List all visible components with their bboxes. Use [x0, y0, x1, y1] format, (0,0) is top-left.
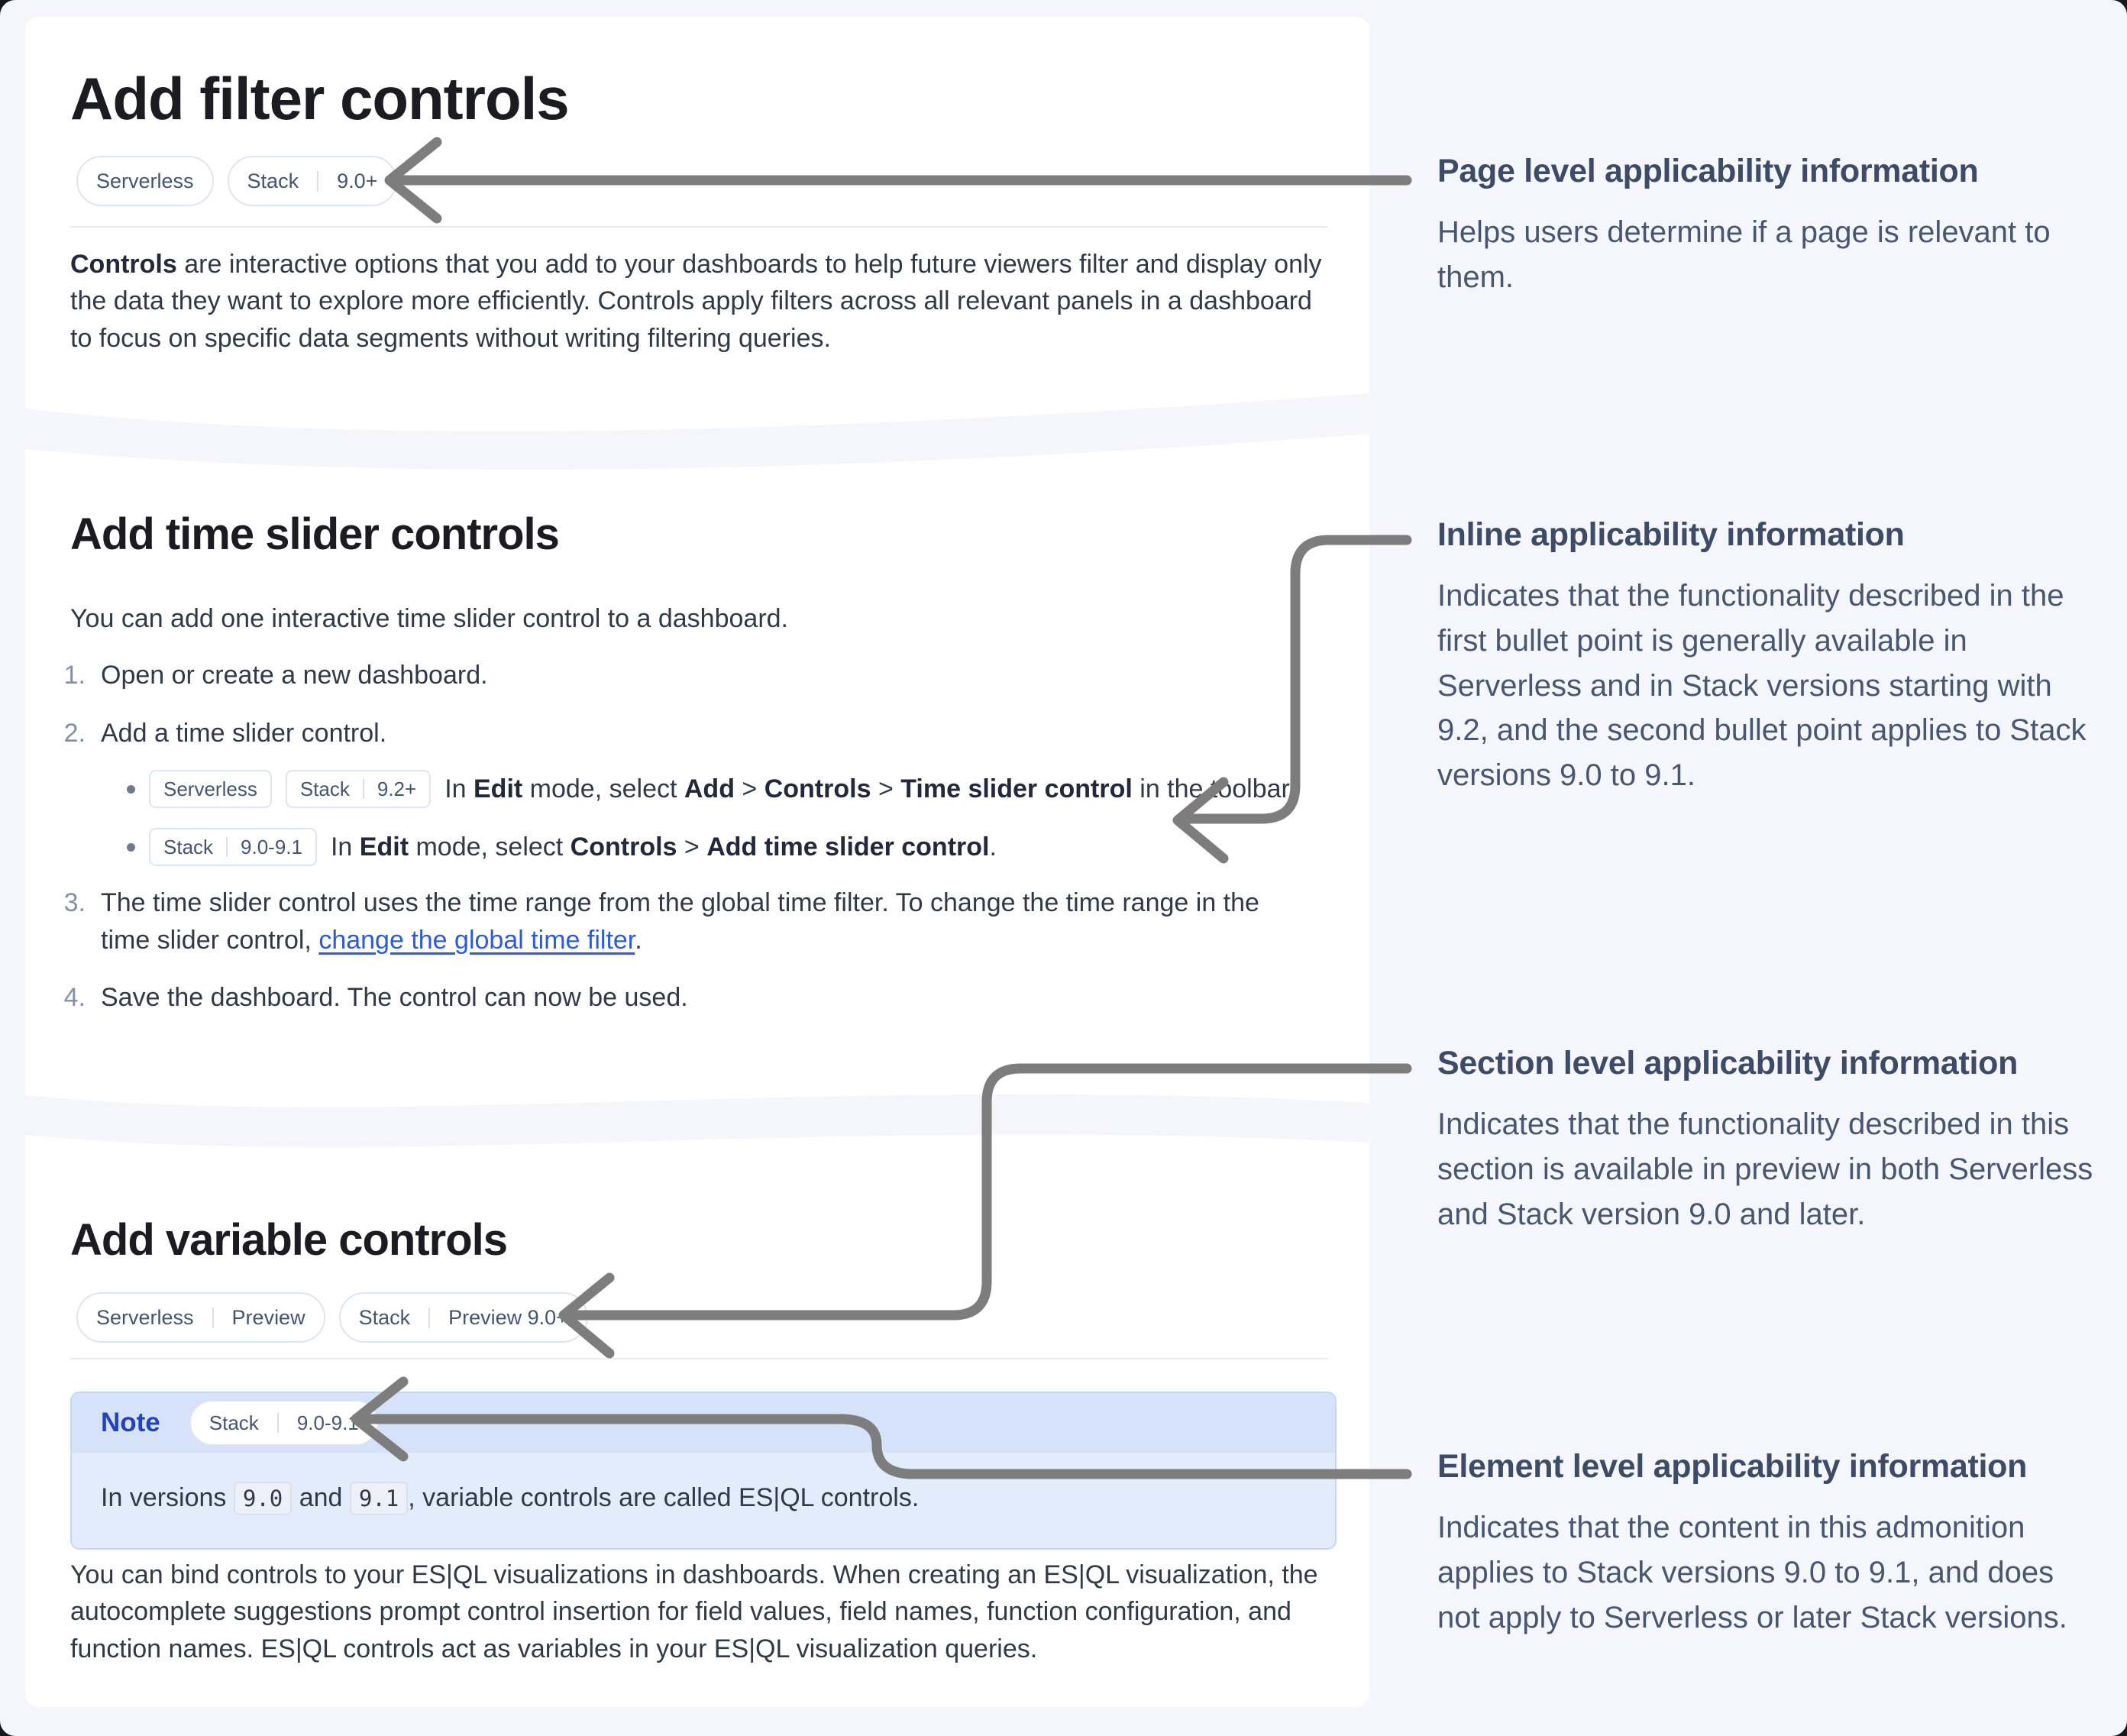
- step-number: 2.: [63, 719, 86, 748]
- note-label: Note: [101, 1408, 160, 1437]
- annotation-inline-level: Inline applicability information Indicat…: [1437, 516, 2100, 798]
- annotation-body: Helps users determine if a page is relev…: [1437, 215, 2051, 294]
- annotation-body: Indicates that the functionality describ…: [1437, 1107, 2093, 1231]
- step-4: 4. Save the dashboard. The control can n…: [47, 979, 688, 1017]
- step-text: Save the dashboard. The control can now …: [101, 983, 688, 1012]
- version-code-91: 9.1: [349, 1482, 409, 1515]
- annotation-section-level: Section level applicability information …: [1437, 1045, 2100, 1237]
- page-title: Add filter controls: [70, 65, 570, 132]
- step-number: 4.: [63, 983, 86, 1012]
- time-slider-intro: You can add one interactive time slider …: [70, 604, 788, 633]
- step-2: 2. Add a time slider control.: [47, 715, 387, 752]
- step-number: 1.: [63, 661, 86, 690]
- annotation-page-level: Page level applicability information Hel…: [1437, 153, 2100, 300]
- divider: [70, 226, 1327, 228]
- annotation-body: Indicates that the functionality describ…: [1437, 579, 2087, 793]
- step-number: 3.: [63, 888, 86, 917]
- step-1: 1. Open or create a new dashboard.: [47, 657, 488, 694]
- annotation-heading: Page level applicability information: [1437, 153, 1979, 189]
- step-3: 3. The time slider control uses the time…: [47, 884, 1269, 960]
- bullet-text: In Edit mode, select Controls > Add time…: [330, 832, 997, 862]
- badge-serverless: Serverless: [149, 770, 272, 808]
- intro-paragraph: Controls are interactive options that yo…: [70, 246, 1323, 357]
- badge-serverless: Serverless: [76, 156, 214, 206]
- step-text: The time slider control uses the time ra…: [101, 888, 1259, 955]
- version-code-90: 9.0: [233, 1482, 293, 1515]
- step-text: Add a time slider control.: [101, 719, 387, 748]
- section-title-time-slider: Add time slider controls: [70, 509, 560, 559]
- annotation-heading: Section level applicability information: [1437, 1045, 2019, 1081]
- bold-controls: Controls: [70, 250, 177, 279]
- step-text: Open or create a new dashboard.: [101, 661, 488, 690]
- paragraph-text: are interactive options that you add to …: [70, 250, 1322, 353]
- note-body: In versions 9.0 and 9.1, variable contro…: [72, 1453, 1335, 1548]
- bullet-dot-icon: [127, 784, 135, 794]
- bullet-text: In Edit mode, select Add > Controls > Ti…: [444, 774, 1296, 803]
- global-time-filter-link[interactable]: change the global time filter: [318, 926, 635, 955]
- esql-paragraph: You can bind controls to your ES|QL visu…: [70, 1560, 1318, 1663]
- bullet-dot-icon: [127, 842, 135, 852]
- annotation-body: Indicates that the content in this admon…: [1437, 1511, 2067, 1634]
- section-title-variable-controls: Add variable controls: [70, 1215, 508, 1265]
- divider: [70, 1358, 1327, 1359]
- annotation-heading: Inline applicability information: [1437, 516, 1905, 553]
- annotation-element-level: Element level applicability information …: [1437, 1448, 2100, 1640]
- annotation-heading: Element level applicability information: [1437, 1448, 2028, 1485]
